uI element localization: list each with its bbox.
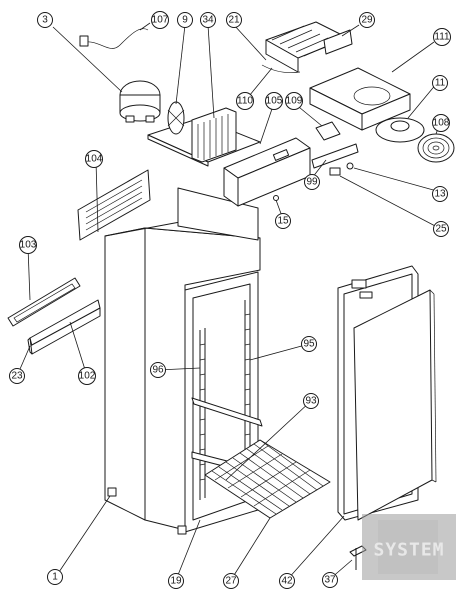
svg-text:108: 108 bbox=[433, 118, 450, 129]
callout-19: 19 bbox=[168, 573, 184, 589]
svg-text:9: 9 bbox=[182, 15, 188, 26]
callouts: 3 107 9 34 21 29 111 110 105 109 11 108 … bbox=[9, 11, 451, 589]
callout-108: 108 bbox=[432, 114, 450, 132]
svg-text:104: 104 bbox=[86, 154, 103, 165]
callout-93: 93 bbox=[303, 393, 319, 409]
svg-text:23: 23 bbox=[11, 371, 23, 382]
svg-text:29: 29 bbox=[361, 15, 373, 26]
svg-text:93: 93 bbox=[305, 396, 317, 407]
svg-text:107: 107 bbox=[152, 15, 169, 26]
svg-text:15: 15 bbox=[277, 216, 289, 227]
svg-text:99: 99 bbox=[306, 177, 318, 188]
svg-text:13: 13 bbox=[434, 189, 446, 200]
grid-shelf bbox=[204, 439, 331, 519]
svg-text:21: 21 bbox=[228, 15, 240, 26]
callout-95: 95 bbox=[301, 336, 317, 352]
svg-text:37: 37 bbox=[324, 575, 336, 586]
callout-104: 104 bbox=[85, 150, 103, 168]
svg-text:96: 96 bbox=[152, 365, 164, 376]
svg-text:42: 42 bbox=[281, 576, 293, 587]
callout-15: 15 bbox=[275, 213, 291, 229]
compressor bbox=[79, 28, 161, 123]
callout-3: 3 bbox=[37, 12, 53, 28]
callout-23: 23 bbox=[9, 368, 25, 384]
callout-107: 107 bbox=[151, 11, 169, 29]
fan bbox=[375, 117, 455, 163]
watermark-text: SYSTEM bbox=[373, 540, 444, 561]
side-panels bbox=[7, 277, 101, 355]
svg-text:19: 19 bbox=[170, 576, 182, 587]
svg-text:11: 11 bbox=[435, 78, 446, 89]
condensing-unit bbox=[147, 101, 261, 167]
svg-text:105: 105 bbox=[266, 96, 283, 107]
svg-text:110: 110 bbox=[237, 96, 253, 107]
callout-21: 21 bbox=[226, 12, 242, 28]
drip-tray bbox=[309, 67, 411, 131]
door-assembly bbox=[337, 265, 437, 570]
callout-109: 109 bbox=[285, 92, 303, 110]
callout-13: 13 bbox=[432, 186, 448, 202]
callout-111: 111 bbox=[433, 28, 451, 46]
svg-text:3: 3 bbox=[42, 15, 48, 26]
svg-text:103: 103 bbox=[20, 240, 37, 251]
svg-text:1: 1 bbox=[52, 572, 58, 583]
callout-25: 25 bbox=[433, 221, 449, 237]
callout-37: 37 bbox=[322, 572, 338, 588]
callout-27: 27 bbox=[223, 573, 239, 589]
callout-29: 29 bbox=[359, 12, 375, 28]
callout-34: 34 bbox=[200, 12, 216, 28]
svg-text:95: 95 bbox=[303, 339, 315, 350]
callout-42: 42 bbox=[279, 573, 295, 589]
callout-102: 102 bbox=[78, 367, 96, 385]
callout-110: 110 bbox=[236, 92, 254, 110]
svg-text:111: 111 bbox=[434, 32, 450, 43]
svg-text:27: 27 bbox=[225, 576, 237, 587]
control-panel bbox=[223, 121, 359, 207]
callout-103: 103 bbox=[19, 236, 37, 254]
callout-1: 1 bbox=[47, 569, 63, 585]
watermark-logo: SYSTEM bbox=[362, 514, 456, 580]
callout-96: 96 bbox=[150, 362, 166, 378]
evaporator bbox=[261, 21, 353, 74]
callout-105: 105 bbox=[265, 92, 283, 110]
callout-9: 9 bbox=[177, 12, 193, 28]
callout-99: 99 bbox=[304, 174, 320, 190]
callout-11: 11 bbox=[432, 75, 448, 91]
svg-text:102: 102 bbox=[79, 371, 96, 382]
rear-grille bbox=[77, 169, 151, 241]
svg-text:34: 34 bbox=[202, 15, 214, 26]
svg-text:109: 109 bbox=[286, 96, 303, 107]
svg-text:25: 25 bbox=[435, 224, 447, 235]
